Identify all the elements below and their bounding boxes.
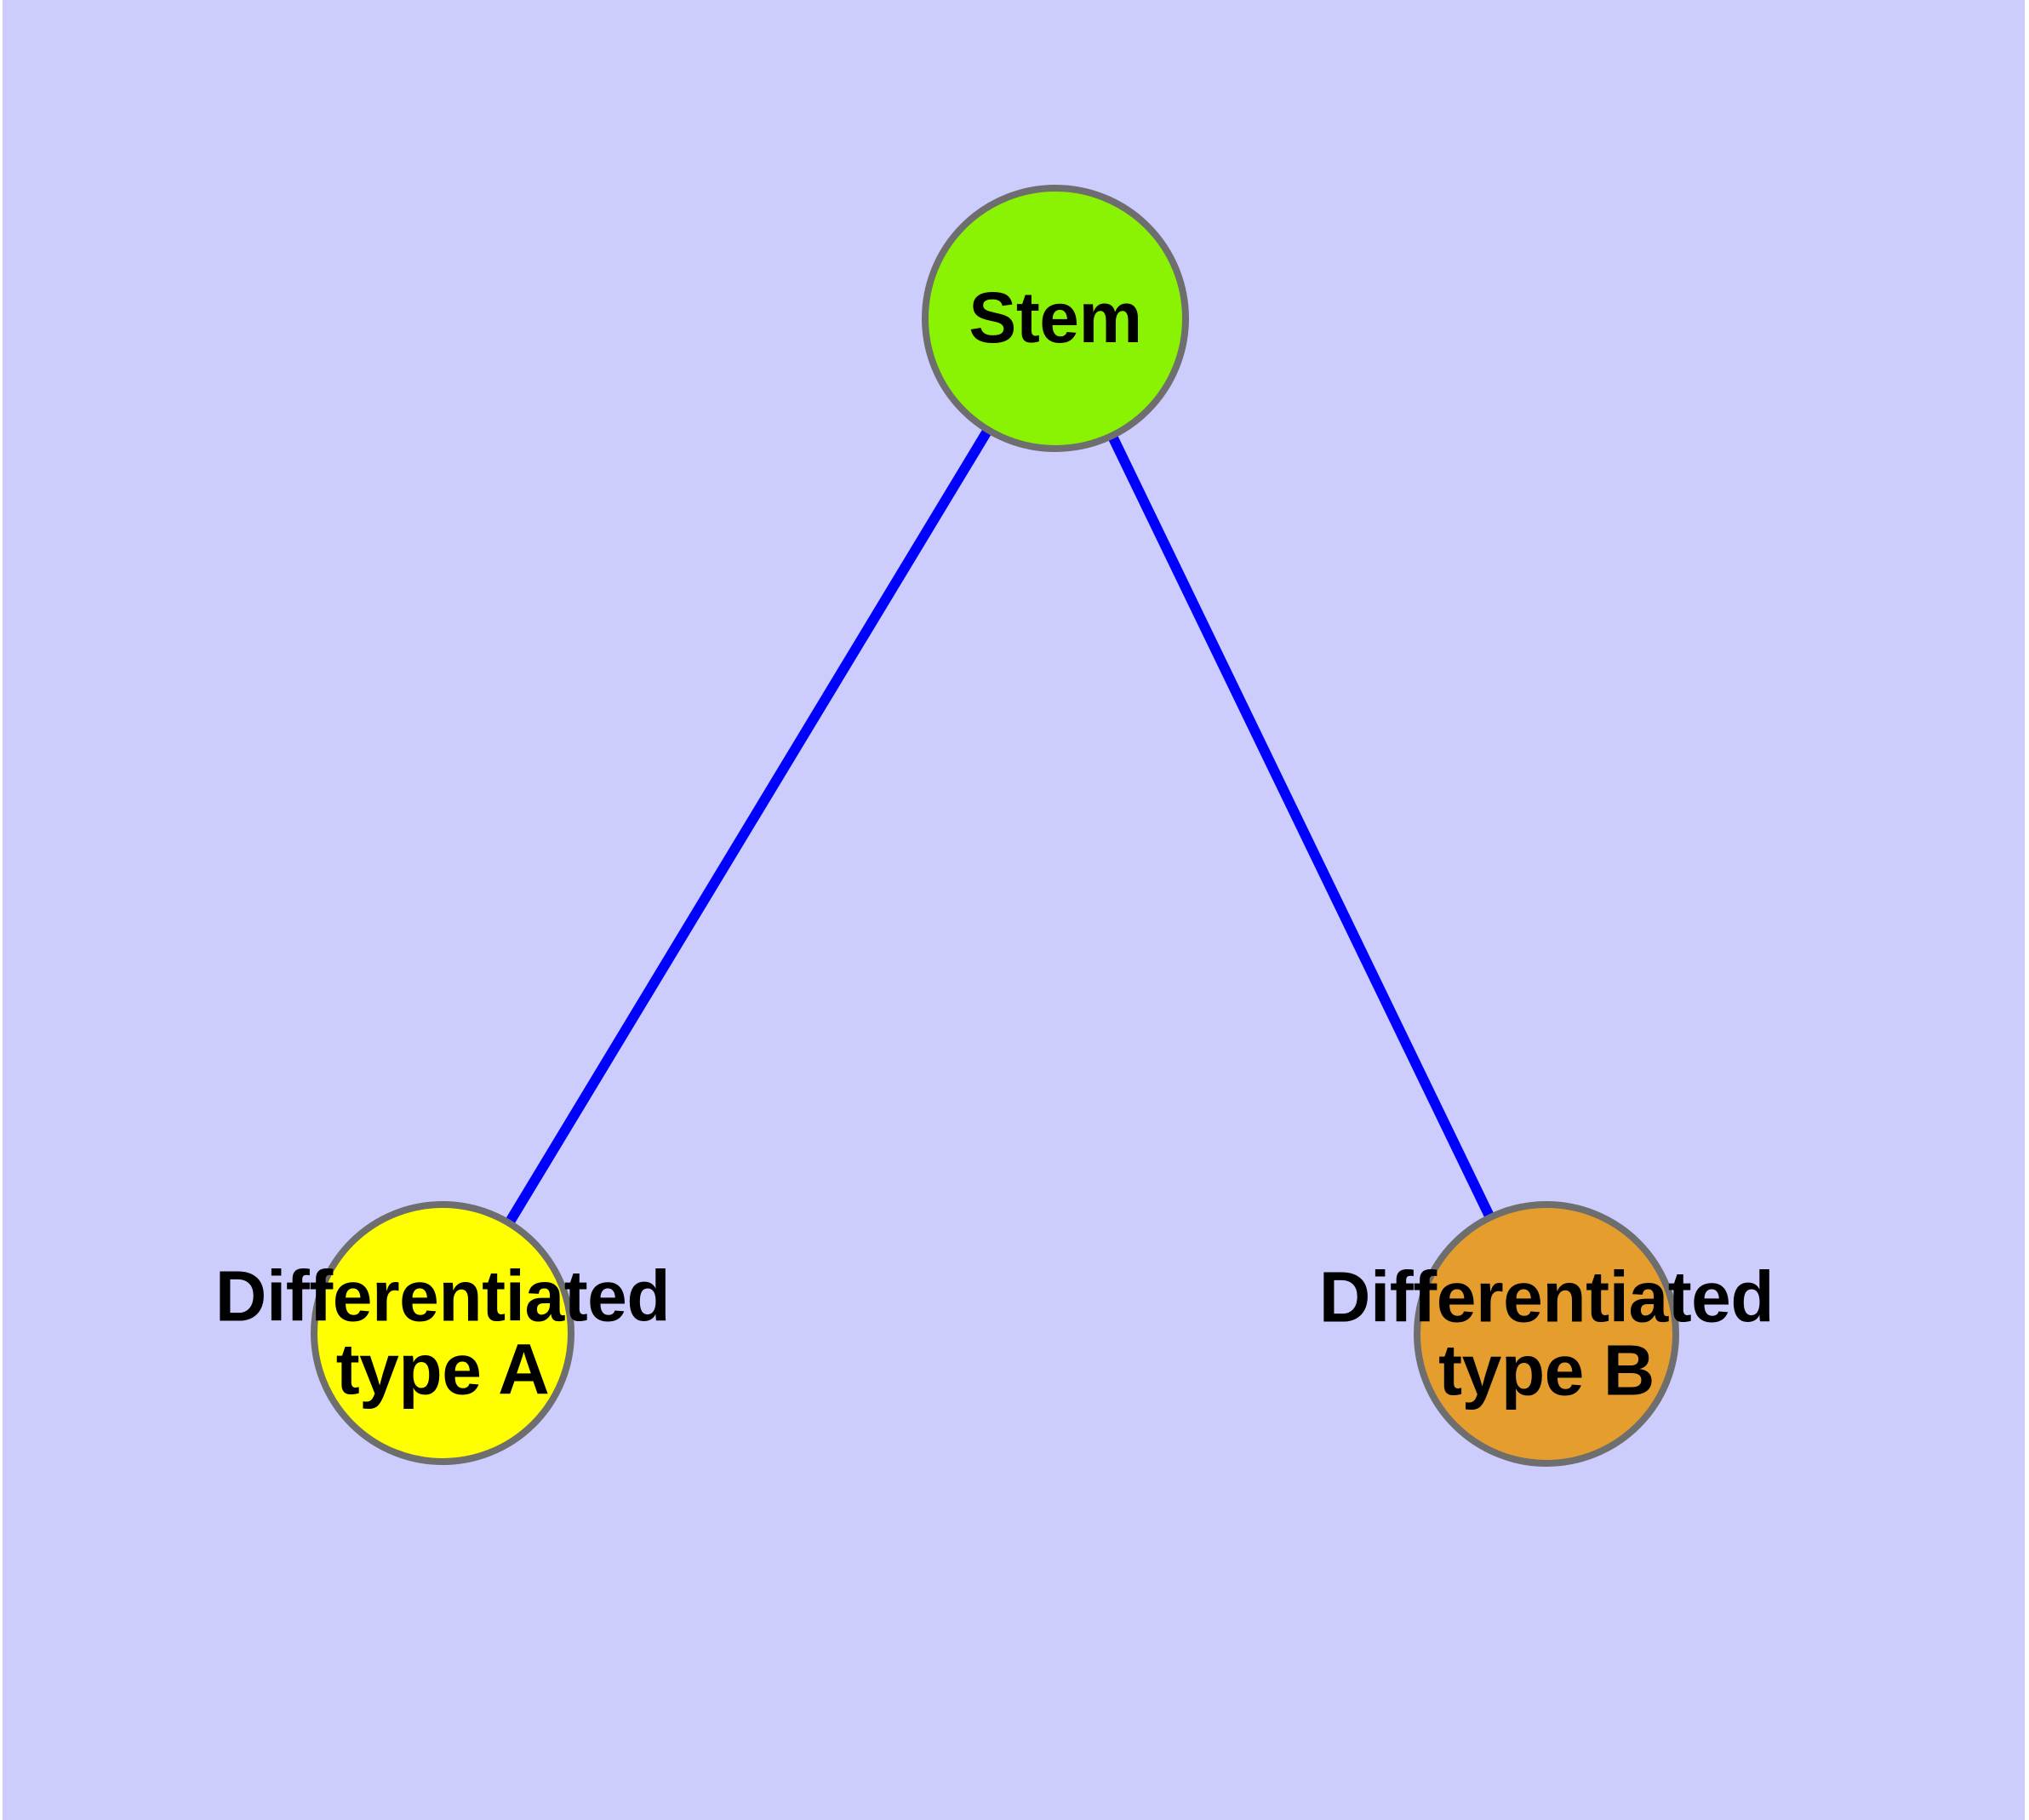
edge-layer <box>505 428 1495 1225</box>
node-differentiated-type-b[interactable] <box>1414 1201 1679 1467</box>
edge-stem-to-diff-b[interactable] <box>1108 434 1495 1218</box>
edge-stem-to-diff-a[interactable] <box>505 428 992 1225</box>
node-differentiated-type-a[interactable] <box>311 1201 574 1465</box>
node-stem[interactable] <box>922 185 1189 452</box>
node-layer <box>311 185 1679 1467</box>
